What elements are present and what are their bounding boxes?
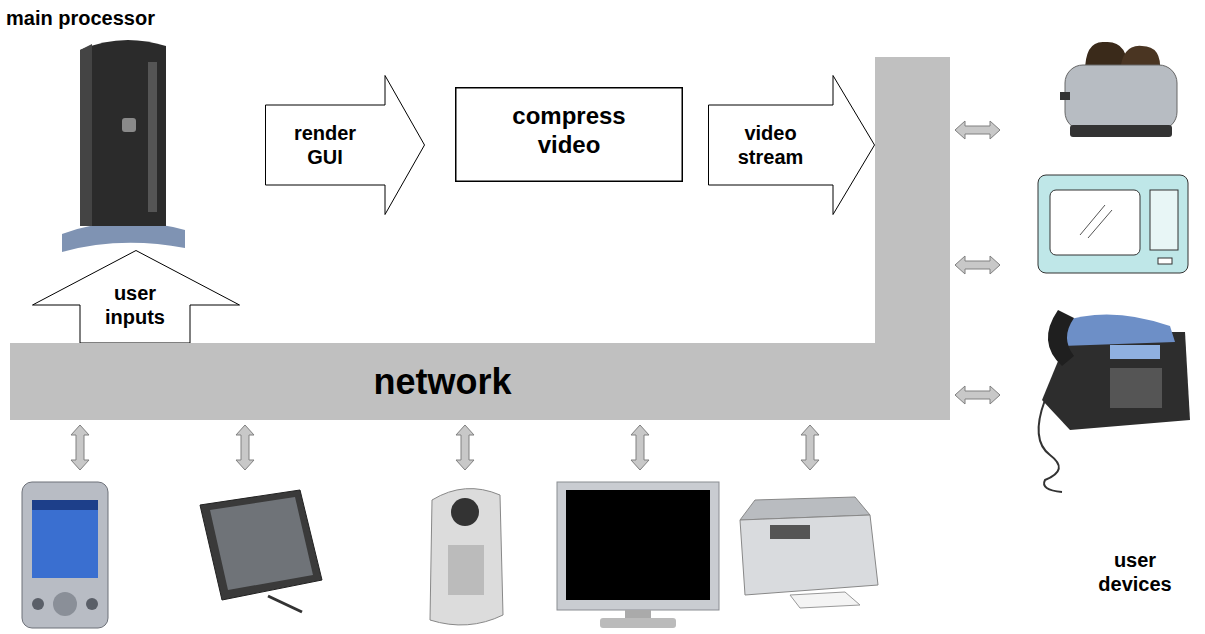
projector-icon: [430, 489, 503, 625]
double-arrow: [456, 425, 474, 470]
monitor-frame: [557, 482, 719, 610]
toaster-lever: [1060, 92, 1070, 100]
text-region: compress video: [455, 93, 683, 169]
pc-stand: [62, 222, 185, 252]
double-arrow: [955, 256, 1000, 274]
process-arrow: video stream: [708, 75, 875, 215]
microwave-keypad: [1150, 190, 1178, 250]
network-band: network: [10, 57, 950, 420]
printer-panel: [770, 525, 810, 539]
toaster-icon: [1060, 42, 1177, 137]
pda-screen: [32, 500, 98, 578]
input-arrow: user inputs: [32, 250, 240, 343]
toaster-body: [1065, 65, 1177, 130]
pda-button: [32, 598, 44, 610]
process-box-outline: [456, 88, 683, 182]
tablet-icon: [200, 490, 322, 612]
pc-side: [80, 44, 92, 226]
phone-keypad: [1110, 368, 1162, 408]
printer-body: [740, 515, 878, 595]
double-arrow: [955, 121, 1000, 139]
network-band-outline: [10, 57, 950, 420]
toaster-base: [1070, 125, 1172, 137]
node-text: render GUI: [280, 121, 370, 169]
text-region: video stream: [708, 105, 833, 185]
microwave-window: [1050, 190, 1140, 255]
pda-bar: [32, 500, 98, 510]
process-box: compress video: [455, 87, 683, 182]
phone-handset: [1048, 310, 1074, 366]
projector-lens: [451, 498, 479, 526]
tablet-screen: [210, 497, 313, 590]
phone-display: [1110, 345, 1160, 359]
node-text: network: [373, 360, 511, 403]
tablet-pen: [268, 596, 302, 612]
pc-logo: [122, 118, 136, 132]
double-arrow: [801, 425, 819, 470]
printer-icon: [740, 497, 878, 608]
pda-button: [53, 592, 77, 616]
heading-label: main processor: [6, 6, 155, 30]
microwave-glare: [1080, 205, 1105, 235]
tablet-body: [200, 490, 322, 600]
projector-vent: [448, 545, 484, 595]
process-arrow-outline: [709, 76, 875, 215]
pda-body: [22, 482, 108, 628]
process-arrow: render GUI: [265, 75, 425, 215]
double-arrow: [631, 425, 649, 470]
microwave-body: [1038, 175, 1188, 273]
microwave-icon: [1038, 175, 1188, 273]
pda-button: [86, 598, 98, 610]
monitor-base: [600, 618, 676, 628]
text-region: network: [10, 343, 875, 420]
phone-top: [1060, 314, 1175, 346]
monitor-screen: [566, 490, 710, 600]
text-region: render GUI: [265, 105, 385, 185]
group-label: user devices: [1080, 548, 1190, 596]
double-arrow: [955, 386, 1000, 404]
double-arrow: [236, 425, 254, 470]
microwave-button: [1158, 258, 1172, 264]
pc-tower: [62, 40, 185, 252]
pc-drive-slot: [148, 62, 157, 212]
process-arrow-outline: [266, 76, 425, 215]
text-region: user inputs: [80, 266, 190, 343]
node-text: user inputs: [90, 281, 180, 329]
node-text: video stream: [721, 121, 821, 169]
process-arrow-shape: [265, 75, 425, 215]
node-text: compress video: [484, 102, 654, 160]
phone-icon: [1039, 310, 1190, 492]
process-arrow-shape: [708, 75, 875, 215]
microwave-glare: [1088, 210, 1112, 238]
monitor-icon: [557, 482, 719, 628]
pc-body: [80, 40, 166, 226]
printer-tray: [790, 592, 860, 608]
double-arrow: [71, 425, 89, 470]
projector-body: [430, 489, 503, 625]
input-arrow-outline: [33, 251, 240, 344]
pda-icon: [22, 482, 108, 628]
